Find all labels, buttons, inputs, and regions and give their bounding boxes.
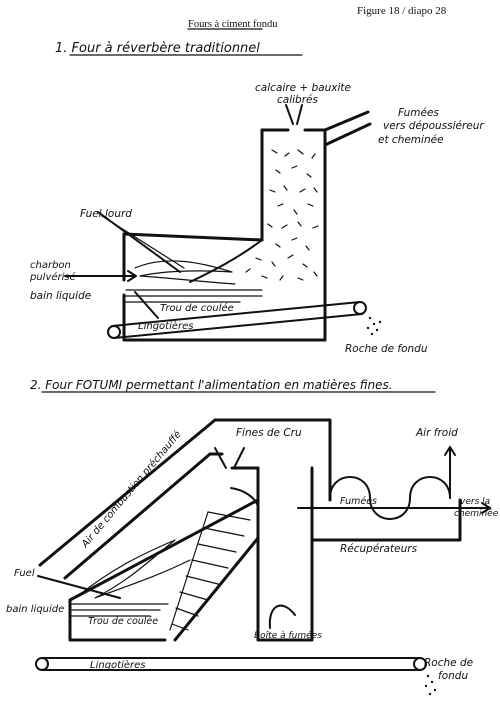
air-duct-inner [63,452,212,580]
feed-arrow-right [296,104,303,125]
label-feed-1: calcaire + bauxite [255,82,351,94]
label-coal-2: pulvérisé [29,271,76,283]
section2-heading: 2. Four FOTUMI permettant l'alimentation… [30,378,393,392]
label-chimney-1: vers la [460,497,490,507]
charge-granules [245,149,319,281]
label-fumes: Fumées [340,496,377,507]
conveyor-bottom [113,313,363,339]
fines-arrow-right [233,447,245,469]
conveyor2-roller-left [35,657,49,671]
fuel-lance-2 [37,575,121,599]
smoke-box [256,466,314,642]
conveyor-roller-left [107,325,121,339]
label-taphole: Trou de coulée [160,302,234,314]
label-fumes-1: Fumées [398,107,439,119]
gas-flow-arrow [230,487,259,507]
furnace-roof [122,232,264,242]
recuperator-channel-bottom [310,498,462,542]
feed-arrow-left [285,104,294,125]
flame [134,260,236,285]
conveyor2-roller-right [413,657,427,671]
label-dust-box: Boîte à fumées [254,630,322,641]
recuperator-coil [329,476,451,520]
label-fuel: Fuel lourd [80,208,132,220]
furnace-hearth [122,293,327,342]
fumes-duct [323,122,372,147]
label-molds-2: Lingotières [90,659,145,671]
fines-arrow-left [214,447,227,469]
conveyor-top [111,301,361,327]
page-title: Fours à ciment fondu [188,19,278,30]
falling-rock [366,316,382,336]
label-fumes-2: vers dépoussiéreur [383,120,484,132]
furnace-shell-bottom [68,598,167,642]
label-rock-2: fondu [438,670,468,682]
charge-slope [189,239,263,283]
conveyor-roller-right [353,301,367,315]
liquid-bath-2 [71,603,169,617]
label-fuel-2: Fuel [14,568,35,579]
duct-top [213,418,332,470]
label-coal-1: charbon [30,260,71,271]
label-bath-2: bain liquide [6,604,64,615]
fotumi-furnace [35,418,491,696]
reverberatory-furnace [64,104,382,342]
label-taphole-2: Trou de coulée [88,616,158,627]
label-chimney-2: cheminée [454,508,499,519]
label-fumes-3: et cheminée [378,134,444,146]
falling-rock-2 [424,674,437,696]
label-rock: Roche de fondu [345,343,428,355]
liquid-bath [125,289,263,303]
label-feed-2: calibrés [277,94,318,106]
section1-heading: 1. Four à réverbère traditionnel [55,41,260,56]
label-recuperator: Récupérateurs [340,543,418,555]
shaft-top-right [303,110,370,132]
figure-reference: Figure 18 / diapo 28 [357,5,447,17]
flame-2 [77,539,191,599]
furnace-slope-wall [173,536,260,642]
tap-spout [134,291,159,319]
air-duct-outer [38,418,217,567]
label-bath: bain liquide [30,290,91,302]
smoke-box-arrow [268,604,296,629]
label-rock-1: Roche de [424,657,473,669]
label-molds: Lingotières [138,320,193,332]
label-fines: Fines de Cru [236,427,302,439]
hatched-refractory [169,511,251,631]
label-cold-air: Air froid [415,427,458,439]
